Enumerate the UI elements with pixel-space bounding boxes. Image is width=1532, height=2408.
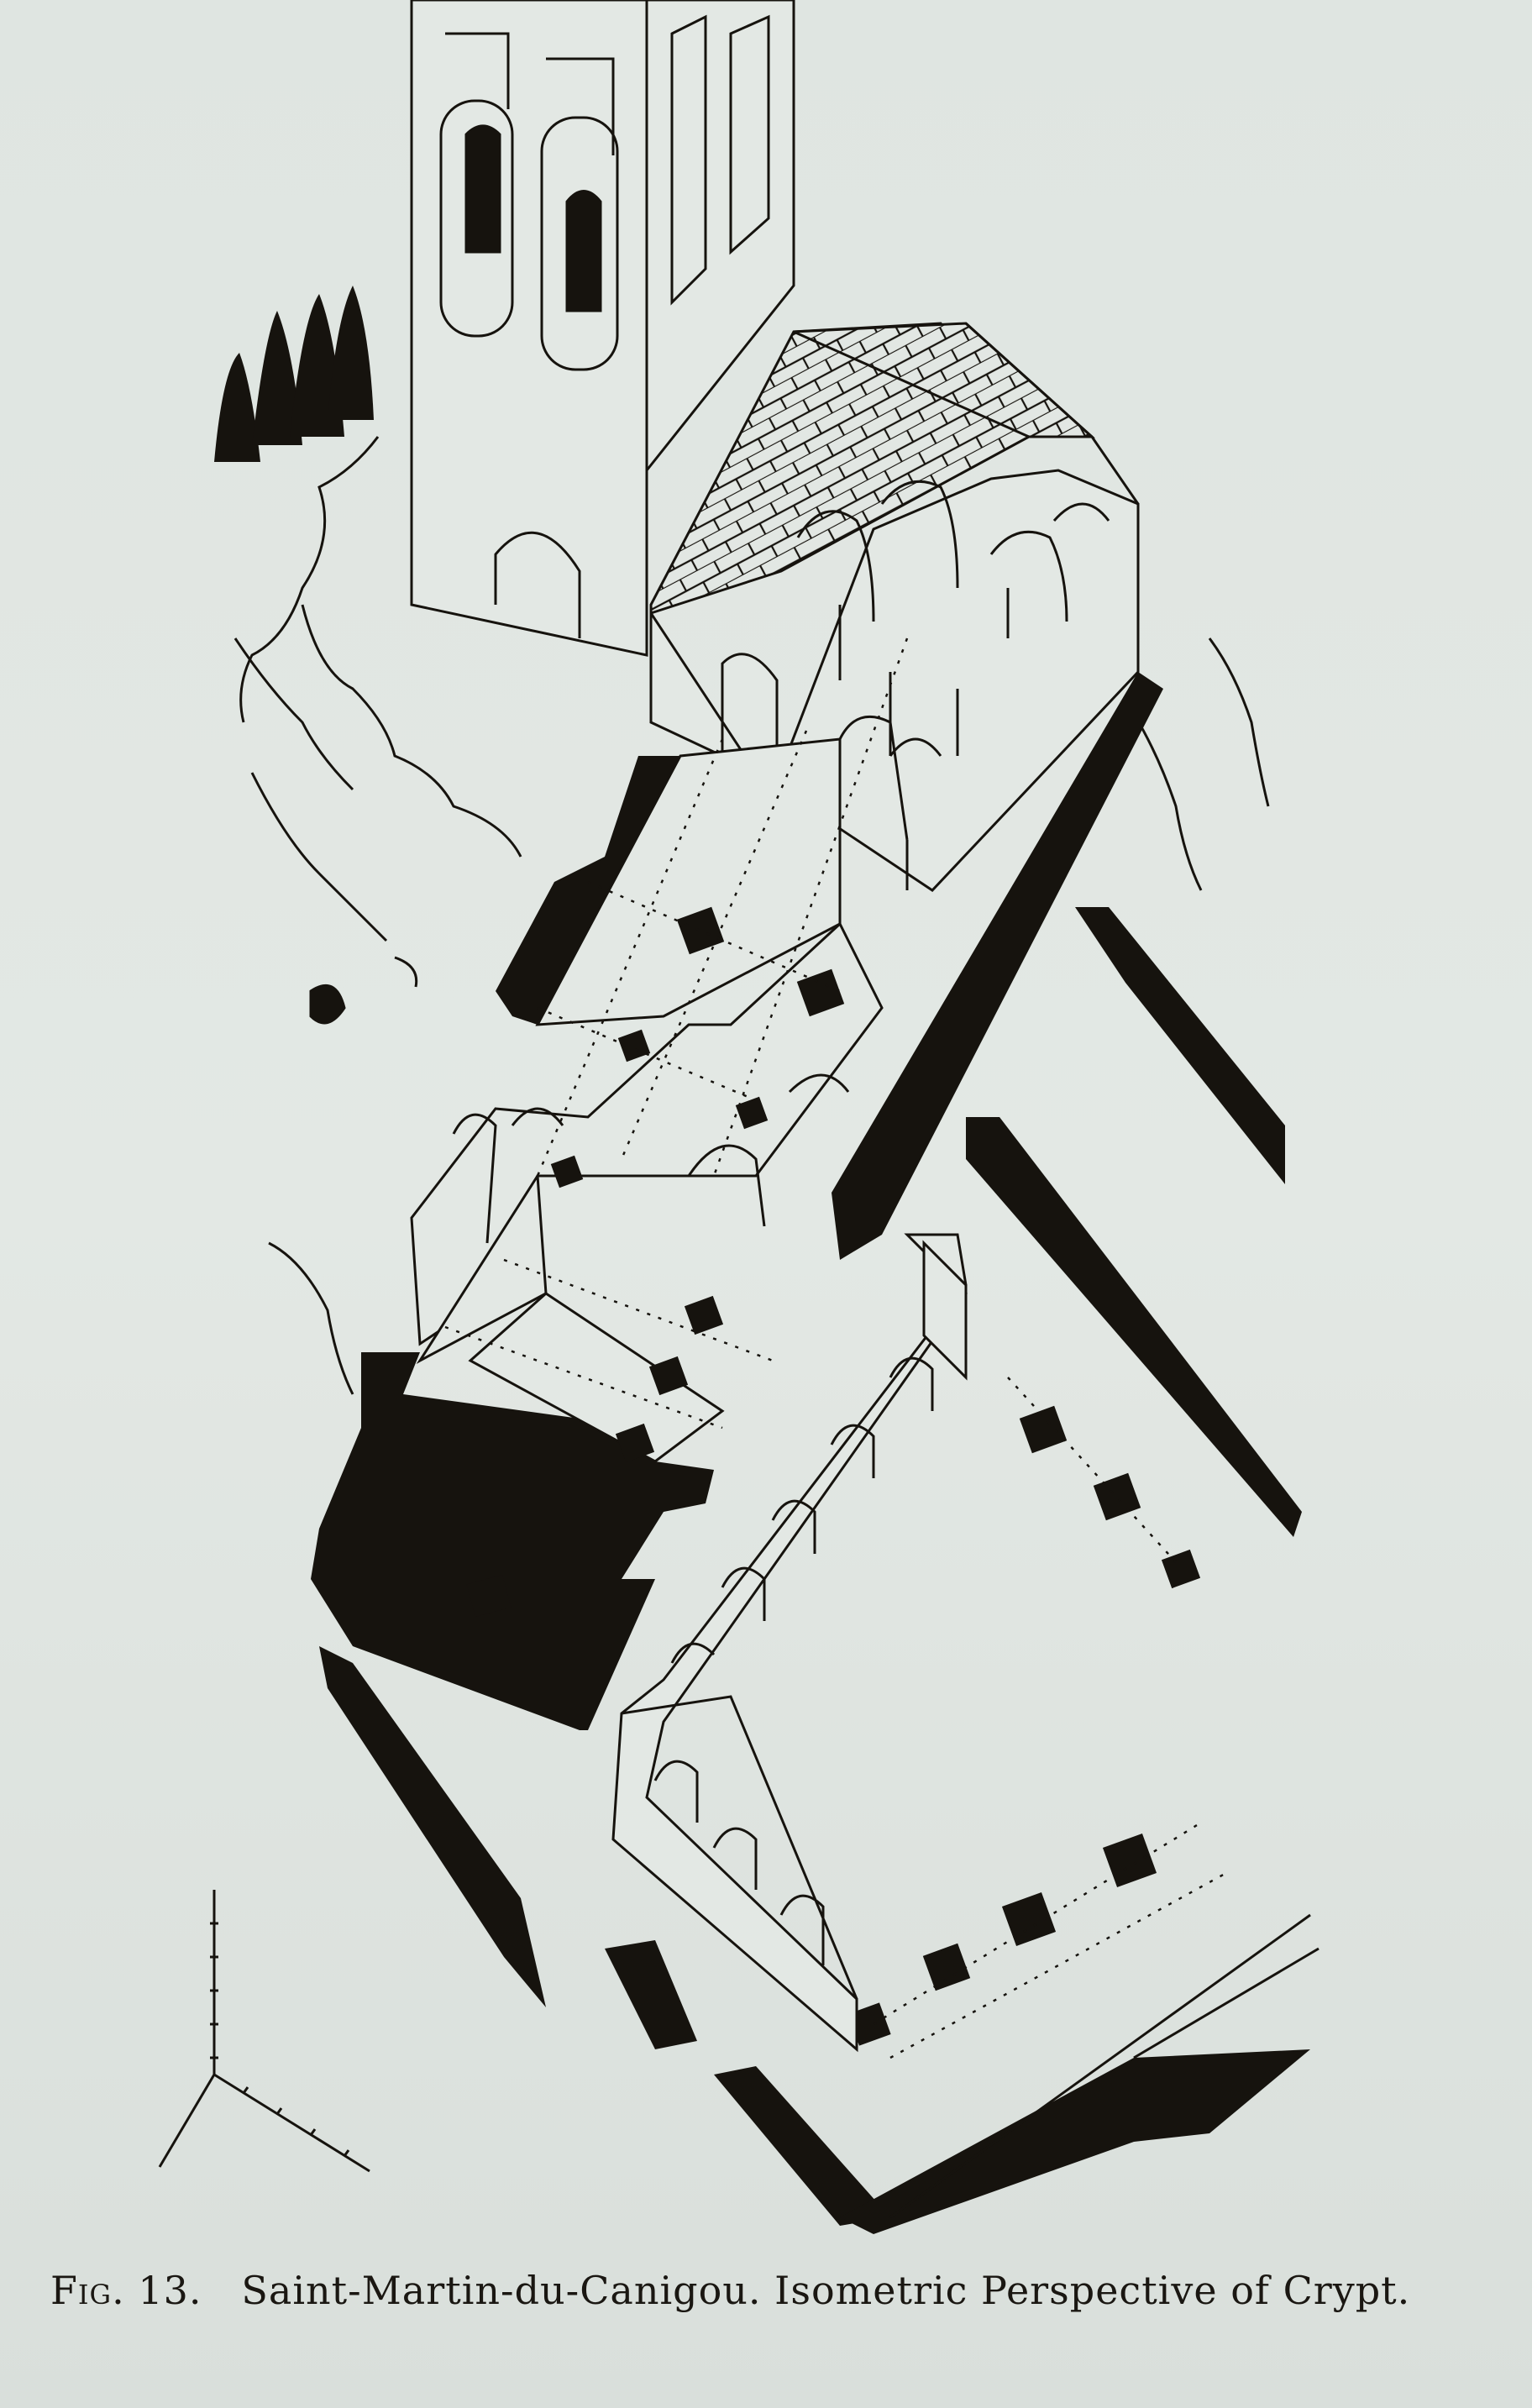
crypt-interior (410, 737, 884, 1463)
figure-number: Fig. 13. (50, 2268, 202, 2313)
rock-outcrop (233, 436, 1270, 1395)
cloister-edge-lines (889, 1913, 1320, 2219)
cloister-gallery (611, 1233, 968, 2053)
figure-caption-text: Saint-Martin-du-Canigou. Isometric Persp… (241, 2268, 1411, 2313)
vault-lines (444, 637, 1227, 2059)
cypress-trees (214, 286, 374, 462)
isometric-axis-scale (158, 1890, 370, 2173)
figure-caption: Fig. 13. Saint-Martin-du-Canigou. Isomet… (50, 2268, 1495, 2313)
piers (466, 906, 1201, 2046)
crypt-walls (311, 672, 1310, 2234)
bell-tower (410, 0, 795, 657)
church-roof (649, 322, 1140, 616)
isometric-crypt-drawing (158, 0, 1320, 2234)
